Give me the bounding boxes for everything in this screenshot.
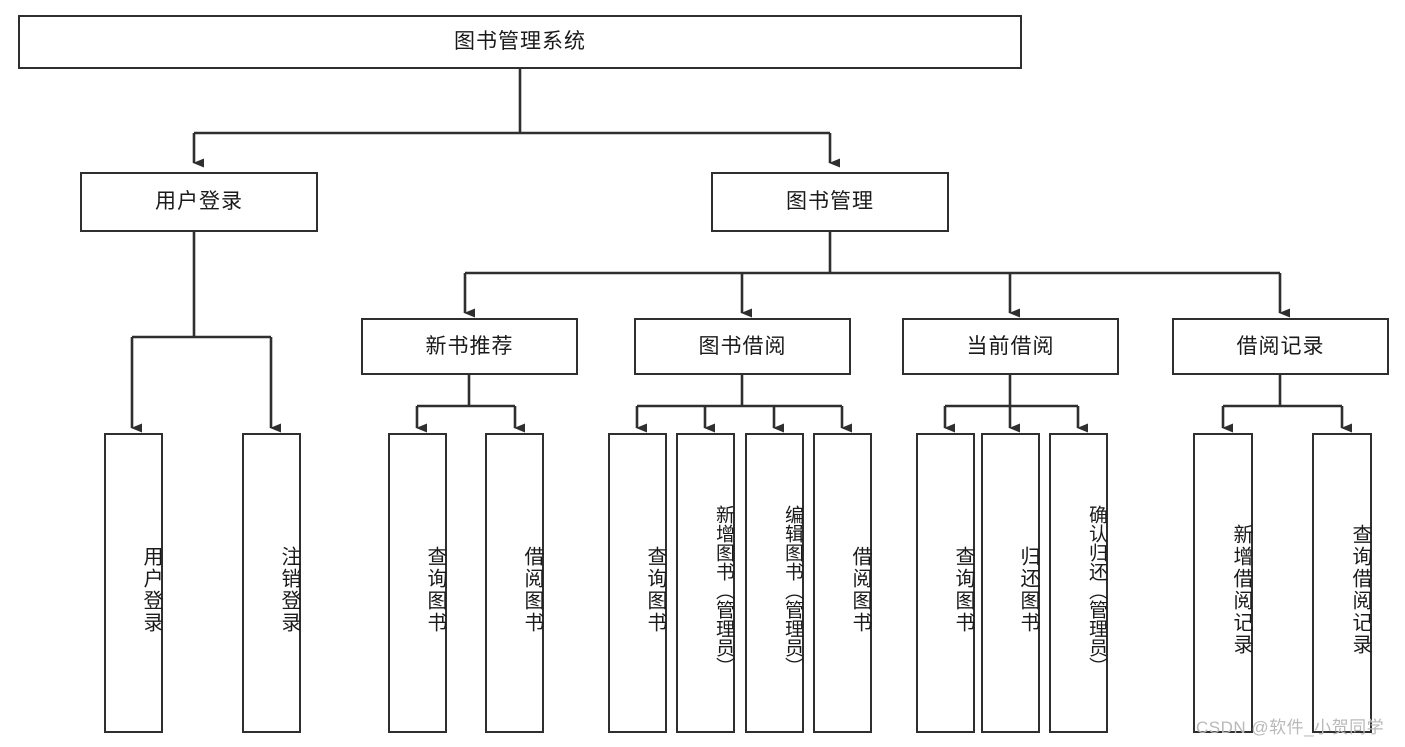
node-root-system[interactable]: 图书管理系统: [18, 15, 1022, 69]
leaf-current-query-book[interactable]: 查询图书: [916, 433, 975, 733]
leaf-user-login-login[interactable]: 用户登录: [104, 433, 163, 733]
node-label: 注销登录: [278, 546, 300, 634]
node-new-book-recommend[interactable]: 新书推荐: [361, 318, 578, 375]
node-label: 用户登录: [140, 546, 162, 634]
node-book-borrow[interactable]: 图书借阅: [634, 318, 851, 375]
node-label: 查询图书: [644, 546, 666, 634]
node-label: 用户登录: [155, 190, 243, 214]
node-label: 借阅图书: [849, 546, 871, 634]
node-label: 查询借阅记录: [1349, 524, 1371, 656]
node-label: 查询图书: [952, 546, 974, 634]
node-label: 新书推荐: [425, 334, 514, 358]
node-label: 图书借阅: [698, 334, 787, 358]
leaf-current-confirm-return-admin[interactable]: 确认归还（管理员）: [1049, 433, 1108, 733]
node-label: 图书管理系统: [454, 30, 586, 54]
leaf-borrow-add-book-admin[interactable]: 新增图书（管理员）: [676, 433, 735, 733]
leaf-user-login-logout[interactable]: 注销登录: [242, 433, 301, 733]
node-label: 编辑图书（管理员）: [782, 504, 803, 676]
node-label: 借阅图书: [521, 546, 543, 634]
node-label: 新增借阅记录: [1230, 524, 1252, 656]
node-label: 借阅记录: [1236, 334, 1325, 358]
node-label: 图书管理: [786, 190, 874, 214]
leaf-current-return-book[interactable]: 归还图书: [981, 433, 1040, 733]
leaf-borrow-query-book[interactable]: 查询图书: [608, 433, 667, 733]
node-label: 新增图书（管理员）: [713, 504, 734, 676]
node-book-management[interactable]: 图书管理: [711, 172, 949, 232]
node-label: 确认归还（管理员）: [1086, 504, 1107, 676]
leaf-record-query-record[interactable]: 查询借阅记录: [1312, 433, 1372, 733]
node-label: 归还图书: [1017, 546, 1039, 634]
leaf-recommend-query-book[interactable]: 查询图书: [388, 433, 447, 733]
csdn-watermark: CSDN @软件_小贺同学: [1196, 718, 1385, 737]
leaf-borrow-edit-book-admin[interactable]: 编辑图书（管理员）: [745, 433, 804, 733]
node-label: 当前借阅: [966, 334, 1055, 358]
node-label: 查询图书: [424, 546, 446, 634]
node-user-login[interactable]: 用户登录: [80, 172, 318, 232]
leaf-record-add-record[interactable]: 新增借阅记录: [1193, 433, 1253, 733]
leaf-recommend-borrow-book[interactable]: 借阅图书: [485, 433, 544, 733]
node-current-borrow[interactable]: 当前借阅: [902, 318, 1119, 375]
leaf-borrow-borrow-book[interactable]: 借阅图书: [813, 433, 872, 733]
node-borrow-record[interactable]: 借阅记录: [1172, 318, 1389, 375]
